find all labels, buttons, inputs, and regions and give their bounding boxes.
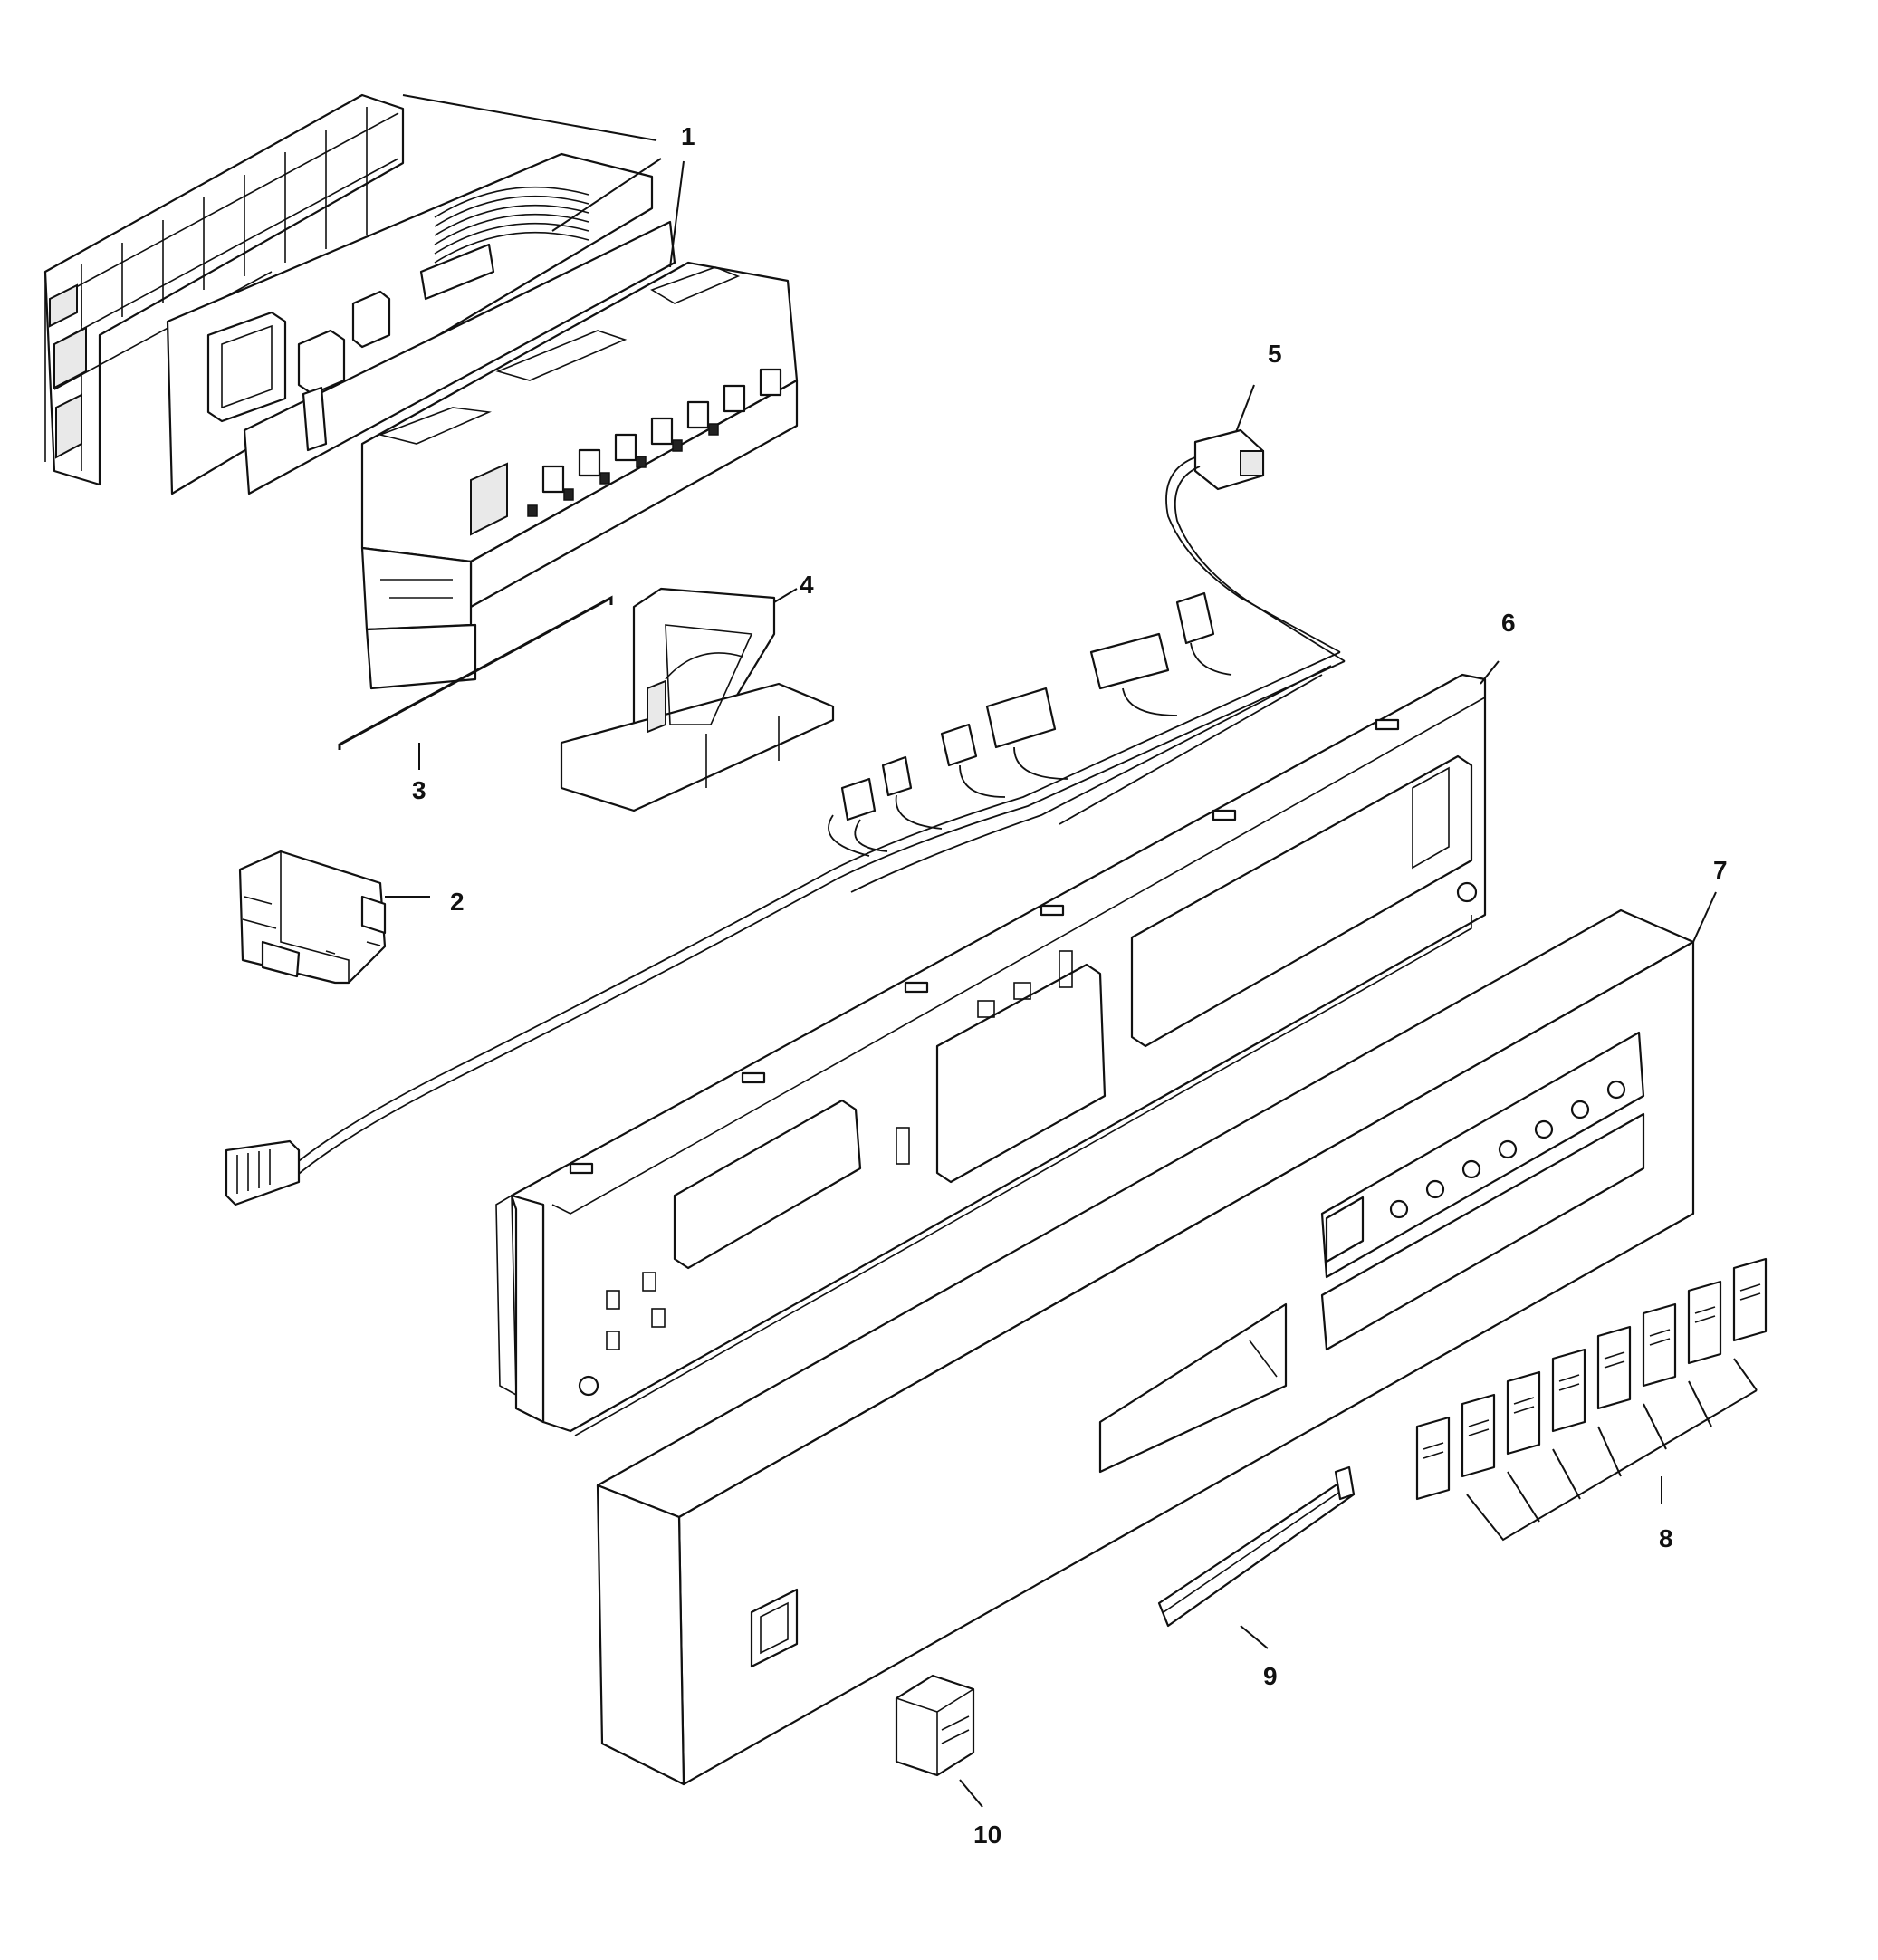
callout-1: 1 [681,122,695,150]
callout-3: 3 [412,776,426,804]
callout-4: 4 [800,571,814,599]
callout-7: 7 [1713,856,1728,884]
part-10-knob[interactable] [895,1674,975,1777]
callout-2: 2 [450,888,465,916]
part-9-trim-strip[interactable] [1157,1465,1356,1628]
callout-5: 5 [1268,340,1282,368]
part-1-control-module[interactable] [43,93,799,690]
part-4-bracket[interactable] [560,587,835,812]
part-6-inner-panel[interactable] [495,673,1487,1436]
part-3-rod[interactable] [338,595,613,750]
part-8-push-buttons[interactable] [1415,1257,1768,1501]
part-5-wire-harness[interactable] [225,428,1346,1206]
callout-9: 9 [1263,1662,1278,1690]
callout-10: 10 [973,1821,1001,1849]
callout-8: 8 [1659,1524,1673,1552]
callout-numbers: 1 2 3 4 5 6 7 8 9 10 [412,122,1728,1849]
callout-6: 6 [1501,609,1516,637]
leader-lines [385,94,1758,1808]
part-7-front-panel[interactable] [596,908,1695,1786]
part-2-switch[interactable] [238,850,387,985]
